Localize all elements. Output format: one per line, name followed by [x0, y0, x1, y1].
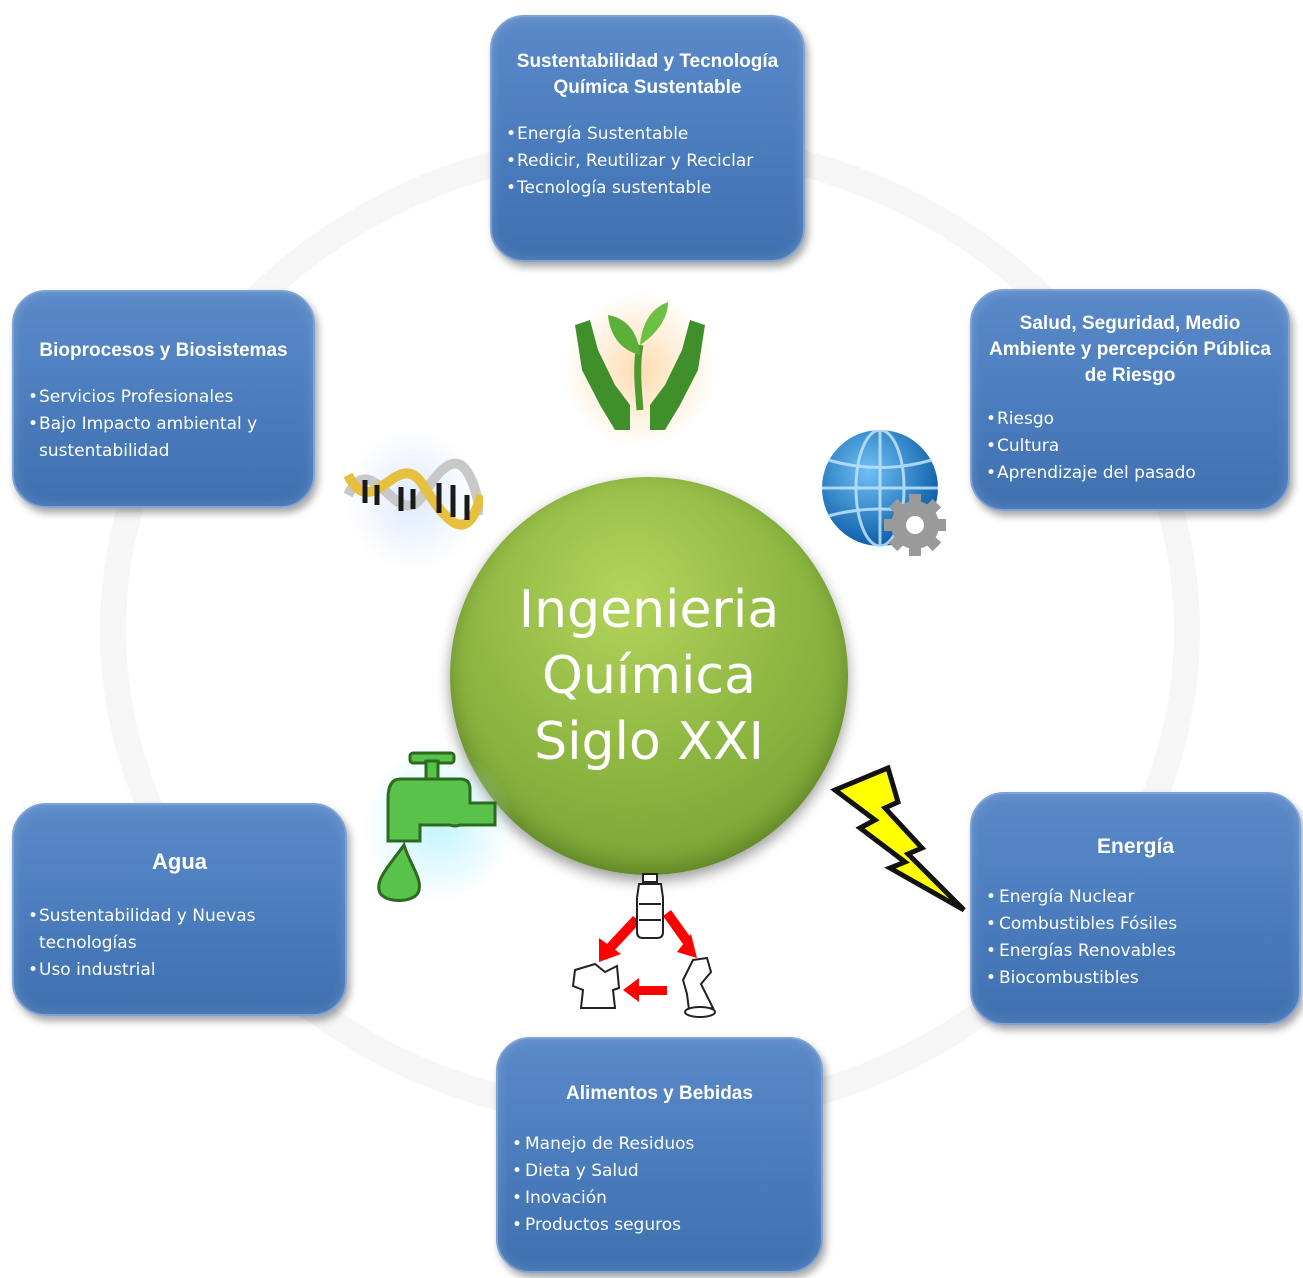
- lightning-bolt-icon: [830, 764, 966, 913]
- list-item: Servicios Profesionales: [28, 384, 299, 411]
- recycle-cycle-icon: [571, 873, 716, 1018]
- box-title: Salud, Seguridad, Medio Ambiente y perce…: [989, 313, 1271, 386]
- box-list: Sustentabilidad y Nuevas tecnologías Uso…: [28, 903, 331, 984]
- box-bioprocesses: Bioprocesos y Biosistemas Servicios Prof…: [12, 290, 315, 508]
- water-tap-icon: [362, 747, 514, 903]
- box-list: Riesgo Cultura Aprendizaje del pasado: [986, 406, 1274, 487]
- list-item: Energías Renovables: [986, 938, 1285, 965]
- box-list: Energía Nuclear Combustibles Fósiles Ene…: [986, 884, 1285, 992]
- box-title: Agua: [152, 849, 207, 874]
- list-item: Uso industrial: [28, 957, 331, 984]
- box-title: Bioprocesos y Biosistemas: [39, 340, 288, 361]
- list-item: Dieta y Salud: [512, 1158, 807, 1185]
- list-item: Redicir, Reutilizar y Reciclar: [506, 148, 789, 175]
- list-item: Energía Sustentable: [506, 121, 789, 148]
- globe-gear-icon: [822, 430, 946, 556]
- box-title: Alimentos y Bebidas: [566, 1083, 753, 1104]
- box-food-beverages: Alimentos y Bebidas Manejo de Residuos D…: [496, 1037, 823, 1273]
- list-item: Combustibles Fósiles: [986, 911, 1285, 938]
- list-item: Riesgo: [986, 406, 1274, 433]
- list-item: Cultura: [986, 433, 1274, 460]
- list-item: Sustentabilidad y Nuevas tecnologías: [28, 903, 331, 957]
- list-item: Manejo de Residuos: [512, 1131, 807, 1158]
- box-list: Servicios Profesionales Bajo Impacto amb…: [28, 384, 299, 465]
- box-title: Sustentabilidad y Tecnología Química Sus…: [516, 51, 779, 98]
- list-item: Bajo Impacto ambiental y sustentabilidad: [28, 411, 299, 465]
- box-title: Energía: [1096, 835, 1175, 858]
- box-sustainability: Sustentabilidad y Tecnología Química Sus…: [490, 15, 805, 262]
- box-list: Manejo de Residuos Dieta y Salud Inovaci…: [512, 1131, 807, 1239]
- list-item: Aprendizaje del pasado: [986, 460, 1274, 487]
- box-health-safety: Salud, Seguridad, Medio Ambiente y perce…: [970, 289, 1290, 511]
- plant-in-hands-icon: [562, 292, 718, 448]
- center-title: Ingenieria Química Siglo XXI: [518, 580, 780, 772]
- list-item: Productos seguros: [512, 1212, 807, 1239]
- box-list: Energía Sustentable Redicir, Reutilizar …: [506, 121, 789, 202]
- box-energy: Energía Energía Nuclear Combustibles Fós…: [970, 792, 1301, 1025]
- list-item: Tecnología sustentable: [506, 175, 789, 202]
- list-item: Energía Nuclear: [986, 884, 1285, 911]
- list-item: Inovación: [512, 1185, 807, 1212]
- list-item: Biocombustibles: [986, 965, 1285, 992]
- dna-icon: [343, 428, 483, 572]
- center-circle: Ingenieria Química Siglo XXI: [450, 477, 848, 875]
- box-water: Agua Sustentabilidad y Nuevas tecnología…: [12, 803, 347, 1016]
